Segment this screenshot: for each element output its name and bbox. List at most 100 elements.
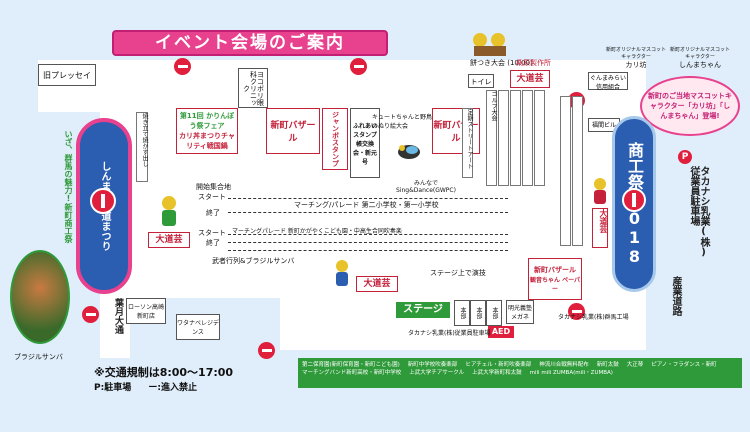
daidogei-top-label: 大道芸 (516, 74, 544, 84)
route-line-4 (228, 242, 508, 243)
hq-3: 本部 (486, 300, 502, 326)
stall-left-label: 焼き立て焼かす出し (141, 113, 148, 167)
fukuma-label: 福間ビル (591, 122, 616, 129)
lineup-item: 大正琴 (626, 362, 644, 368)
daidogei-left: 大道芸 (148, 232, 190, 248)
daidogei-right: 大道芸 (592, 208, 608, 248)
announce-bubble: 新町のご当地マスコットキャラクター「カリ坊」「しんまちゃん」登場! (640, 76, 740, 136)
bazaar-1: 新町バザール (266, 108, 320, 154)
route-line-1 (228, 198, 508, 199)
gunma-label: ぐんまみらい信用組合 (589, 75, 626, 91)
gunma-bank: ぐんまみらい信用組合 (588, 72, 628, 91)
lineup-item: マーチングバンド新町高校・新町中学校 (302, 370, 402, 376)
daidogei-left-label: 大道芸 (155, 235, 183, 245)
aed-label: AED (491, 327, 511, 336)
sakura-road: 葉月大通 (104, 298, 123, 358)
lineup-item: ヒアチェル・新町吹奏楽部 (465, 362, 532, 368)
legend: P:駐車場 ー:進入禁止 (94, 380, 197, 393)
takanashi-parking-label: タカナシ乳業(株)従業員駐車場 (688, 166, 709, 258)
watanabe: ワタナベレジデンス (176, 314, 220, 340)
sponsor-right-name: しんまちゃん (679, 61, 721, 69)
parking-icon-label: P (681, 152, 689, 162)
lineup-item: ピアノ・フラダンス・新町 (651, 362, 717, 368)
stall-v3 (498, 90, 509, 186)
sponsor-left: 新町オリジナルマスコットキャラクター カリ坊 (606, 46, 666, 70)
goal1-label: 終了 (206, 209, 220, 217)
hq-2: 本部 (470, 300, 486, 326)
hq-2-label: 本部 (475, 307, 482, 319)
traffic-note: ※交通規制は8:00～17:00 (94, 366, 234, 379)
bird-icon (394, 138, 424, 172)
kuwahara-label: 桑原製作所 (516, 59, 551, 67)
stage-lineup: 第二保育園(新町保育園・新町こども園) 新町中学校吹奏楽部 ヒアチェル・新町吹奏… (298, 358, 742, 388)
kariyaki-top-label: 第11回 かりんぼう祭フェア (179, 112, 235, 130)
yokobori-label: ヨコボリ眼科クリニック (242, 70, 265, 106)
daidogei-top: 大道芸 (510, 70, 550, 88)
start2-label: スタート (198, 229, 226, 237)
jumbo-stamp-label: ジャンボスタンプ (331, 111, 340, 167)
kaisho-label: 観音ちゃん ペーパー (529, 277, 581, 293)
hq-1: 本部 (454, 300, 470, 326)
kyuto-label: キュートちゃんと野鳥のぬり絵大会 (372, 114, 433, 130)
bazaar-3: 新町バザール 観音ちゃん ペーパー (528, 258, 582, 300)
samba-caption: ブラジルサンバ (14, 353, 63, 361)
stall-v1: 定期ストリートアート (462, 108, 473, 178)
no-entry-icon (258, 342, 275, 359)
takanashi-factory: タカナシ乳業(株)群馬工場 (558, 314, 629, 321)
assembly-label: 開始集合地 (196, 183, 231, 191)
legend-no-entry: ー:進入禁止 (148, 383, 197, 393)
parking-icon: P (678, 150, 692, 164)
left-banner-no-entry-icon (90, 188, 116, 214)
lineup-item: 第二保育園(新町保育園・新町こども園) (302, 362, 400, 368)
mochi-label: 餅つき大会 (10:00) (470, 58, 533, 68)
start1-label: スタート (198, 193, 226, 201)
lineup-item: mili mili ZUMBA(mili・ZUMBA) (529, 370, 613, 376)
lawson-label: ローソン高崎新町店 (127, 304, 164, 320)
toilet-block: トイレ (468, 74, 494, 88)
daidogei-right-label: 大道芸 (599, 209, 608, 233)
meiji-label: 明光義塾 メガネ (507, 305, 532, 321)
lineup-item: 神流川合戦無料配布 (539, 362, 589, 368)
stage: ステージ (396, 302, 450, 318)
jumbo-stamp: ジャンボスタンプ (322, 108, 348, 170)
watanabe-label: ワタナベレジデンス (177, 320, 220, 336)
no-entry-icon (568, 303, 585, 320)
mochi-time: (10:00) (507, 59, 533, 67)
stall-v7 (560, 96, 571, 246)
announce-text: 新町のご当地マスコットキャラクター「カリ坊」「しんまちゃん」登場! (648, 92, 732, 120)
fureai-label: ふれあいスタンプ帳交換会・新元号 (352, 122, 377, 166)
takanashi-office: タカナシ乳業(株)従業員駐車場 (408, 330, 491, 337)
sakura-label: 葉月大通 (113, 298, 123, 334)
lineup-item: 新町太鼓 (596, 362, 619, 368)
takanashi-parking: タカナシ乳業(株)従業員駐車場 (666, 166, 709, 266)
lineup-item: 上武大学新町和太鼓 (472, 370, 522, 376)
bazaar-3-label: 新町バザール (534, 266, 576, 274)
stall-v1-label: 定期ストリートアート (466, 109, 473, 169)
bazaar-2-label: 新町バザール (433, 121, 479, 144)
sponsor-right: 新町オリジナルマスコットキャラクター しんまちゃん (670, 46, 730, 70)
mochi-text: 餅つき大会 (470, 59, 505, 67)
minna-label: みんなで Sing&Dance(GWPC) (396, 180, 456, 194)
daidogei-mid-label: 大道芸 (363, 279, 391, 289)
aed-badge: AED (488, 326, 514, 338)
prev-store-label: 旧プレッセイ (43, 70, 91, 80)
kariyaki-booth: 第11回 かりんぼう祭フェア カリ丼まつりチャリティ戦国鍋 (176, 108, 238, 154)
kariyaki-label: カリ丼まつりチャリティ戦国鍋 (179, 132, 235, 150)
mascot-mid-icon (330, 258, 354, 292)
route-line-5 (228, 250, 508, 251)
stall-v2: ゴルフ大会 (486, 90, 497, 186)
stage-label: ステージ (403, 304, 443, 315)
hq-3-label: 本部 (491, 307, 498, 319)
left-banner-outer-text: いざ、群馬の魅力!新町商工祭 (64, 130, 73, 243)
bazaar-1-label: 新町バザール (270, 121, 316, 144)
fureai-stamp: ふれあいスタンプ帳交換会・新元号 (350, 108, 380, 178)
sponsor-left-name: カリ坊 (625, 61, 647, 69)
sangyo-road: 産業道路 (662, 276, 681, 336)
mascot-top-icon (470, 30, 510, 62)
legend-parking: P:駐車場 (94, 383, 132, 393)
lawson: ローソン高崎新町店 (126, 298, 166, 324)
sponsor-left-text: 新町オリジナルマスコットキャラクター (606, 47, 667, 60)
title-banner: イベント会場のご案内 (112, 30, 388, 56)
stall-left: 焼き立て焼かす出し (136, 112, 148, 182)
mascot-left-icon (154, 194, 184, 234)
